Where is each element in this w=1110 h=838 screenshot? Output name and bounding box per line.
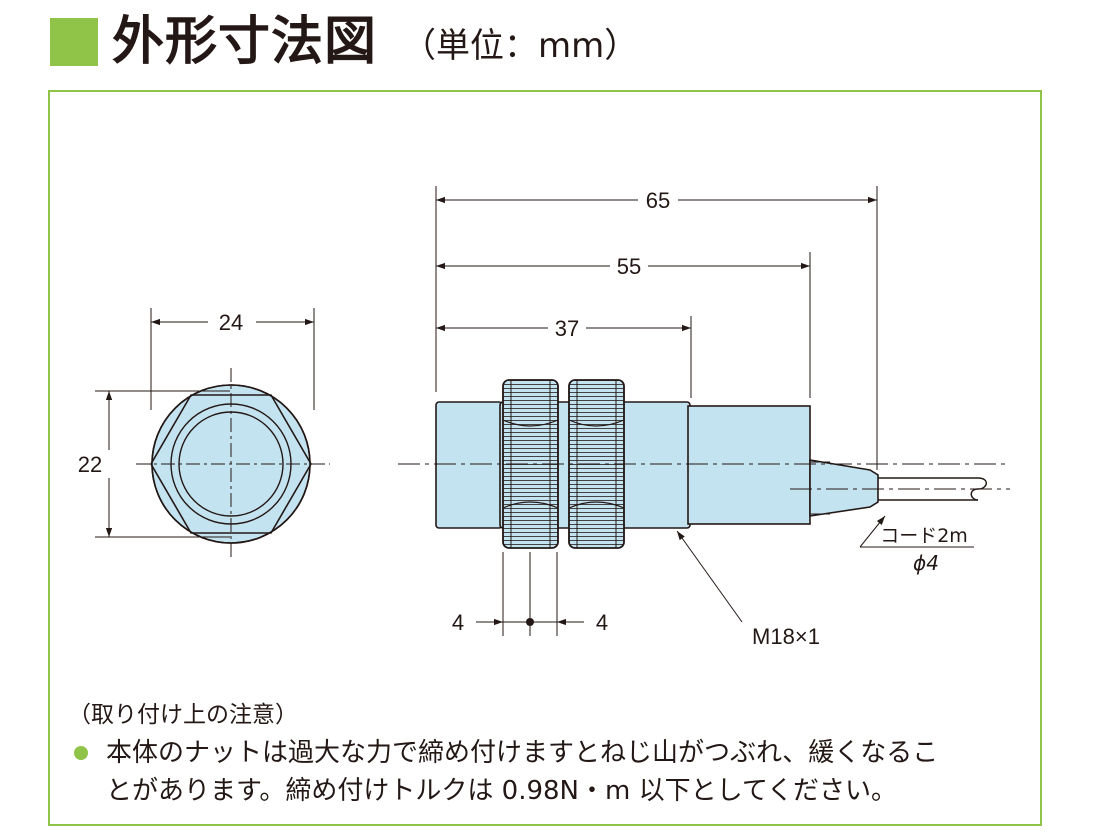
thread-leader bbox=[676, 530, 743, 623]
strain-relief bbox=[809, 459, 879, 517]
drawing-frame bbox=[48, 90, 1042, 826]
bullet-icon bbox=[74, 746, 88, 760]
cable-leader bbox=[859, 515, 886, 548]
title-square-icon bbox=[50, 18, 98, 66]
dim-height-22: 22 bbox=[78, 452, 102, 477]
dim-nut-4-left: 4 bbox=[452, 610, 464, 635]
notes-heading: （取り付け上の注意） bbox=[68, 702, 298, 728]
note-line-2: とがあります。締め付けトルクは 0.98N・m 以下としてください。 bbox=[106, 776, 898, 806]
page-title: 外形寸法図 bbox=[112, 12, 378, 72]
sensor-head bbox=[435, 401, 503, 529]
cable-diameter-label: ϕ4 bbox=[913, 551, 939, 575]
dim-nut-4-right: 4 bbox=[596, 610, 608, 635]
lock-nut-left bbox=[502, 379, 559, 549]
rear-housing bbox=[687, 405, 811, 525]
dim-overall-65: 65 bbox=[646, 188, 670, 213]
title-block: 外形寸法図 （単位：mm） bbox=[50, 12, 950, 74]
note-line-1: 本体のナットは過大な力で締め付けますとねじ山がつぶれ、緩くなるこ bbox=[106, 738, 939, 768]
cable-length-label: コード2m bbox=[880, 525, 968, 547]
dim-width-24: 24 bbox=[219, 310, 243, 335]
front-view bbox=[95, 308, 330, 560]
nut-dimension-dot bbox=[526, 618, 534, 626]
dim-body-55: 55 bbox=[617, 254, 641, 279]
unit-label: （単位：mm） bbox=[402, 26, 639, 66]
thread-spec-label: M18×1 bbox=[752, 624, 820, 649]
dim-thread-37: 37 bbox=[555, 316, 579, 341]
